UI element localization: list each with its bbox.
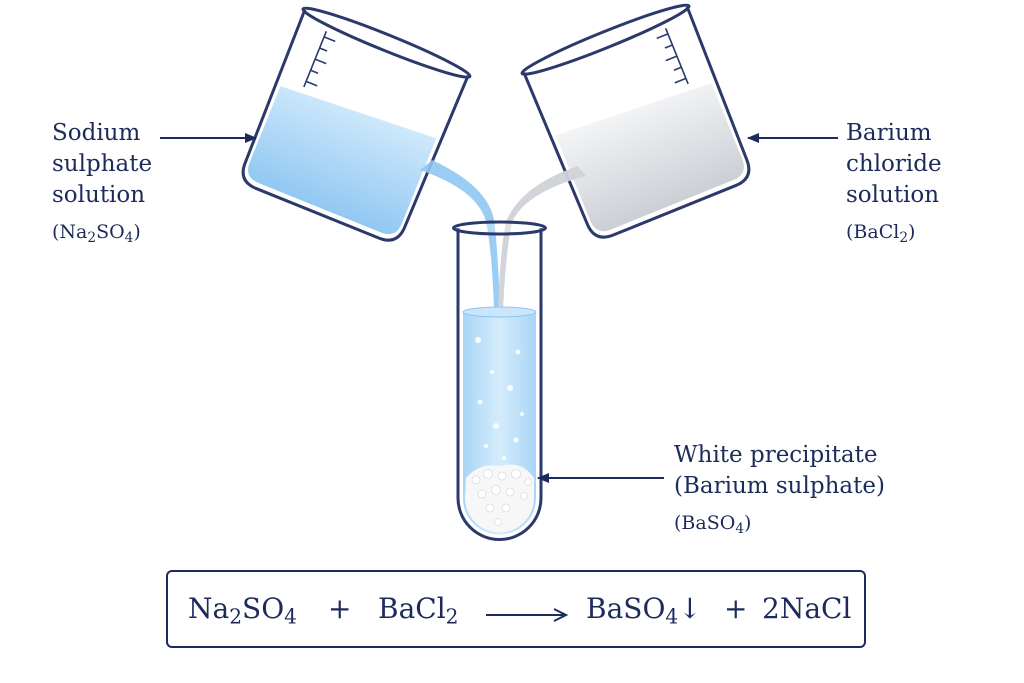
right-label-line-2: chloride bbox=[846, 151, 942, 177]
barium-chloride-label: Barium chloride solution (BaCl2) bbox=[846, 118, 942, 248]
right-label-line-1: Barium bbox=[846, 120, 932, 146]
precipitate-label: White precipitate (Barium sulphate) (BaS… bbox=[674, 440, 885, 539]
right-beaker-liquid bbox=[555, 83, 744, 232]
left-label-line-2: sulphate bbox=[52, 151, 153, 177]
left-beaker-glass bbox=[241, 9, 470, 242]
left-beaker-rim bbox=[301, 6, 472, 79]
equation-reactant-barium-chloride: BaCl2 bbox=[378, 592, 459, 629]
left-label-line-1: Sodium bbox=[52, 120, 141, 146]
left-label-line-3: solution bbox=[52, 182, 146, 208]
right-label-formula: (BaCl2) bbox=[846, 221, 916, 246]
left-label-formula: (Na2SO4) bbox=[52, 221, 141, 246]
equation-reactant-sodium-sulphate: Na2SO4 bbox=[188, 592, 297, 629]
equation-product-barium-sulphate: BaSO4↓ bbox=[586, 592, 702, 629]
test-tube-rim bbox=[452, 220, 547, 236]
equation-reaction-arrow bbox=[486, 608, 568, 622]
white-precipitate bbox=[465, 464, 534, 533]
right-beaker-scale bbox=[656, 28, 689, 85]
test-tube bbox=[452, 220, 547, 541]
right-pour-stream bbox=[498, 166, 586, 310]
rising-bubbles bbox=[475, 337, 524, 460]
precipitate-label-line-1: White precipitate bbox=[674, 442, 878, 468]
right-beaker bbox=[520, 3, 751, 239]
right-beaker-glass bbox=[522, 6, 751, 239]
precipitate-down-arrow-icon: ↓ bbox=[678, 592, 702, 625]
left-pour-stream bbox=[420, 160, 500, 310]
equation-plus-1: + bbox=[328, 592, 352, 625]
left-beaker-liquid bbox=[248, 86, 437, 235]
test-tube-glass bbox=[456, 228, 543, 541]
right-label-line-3: solution bbox=[846, 182, 940, 208]
sodium-sulphate-label: Sodium sulphate solution (Na2SO4) bbox=[52, 118, 152, 248]
left-beaker bbox=[241, 6, 472, 242]
precipitate-label-line-2: (Barium sulphate) bbox=[674, 473, 885, 499]
equation-product-sodium-chloride: 2NaCl bbox=[762, 592, 852, 625]
chemical-equation-box: Na2SO4 + BaCl2 BaSO4↓ + 2NaCl bbox=[166, 570, 866, 648]
equation-plus-2: + bbox=[724, 592, 748, 625]
right-beaker-rim bbox=[520, 3, 691, 76]
precipitate-label-formula: (BaSO4) bbox=[674, 512, 752, 537]
left-beaker-scale bbox=[303, 31, 336, 88]
